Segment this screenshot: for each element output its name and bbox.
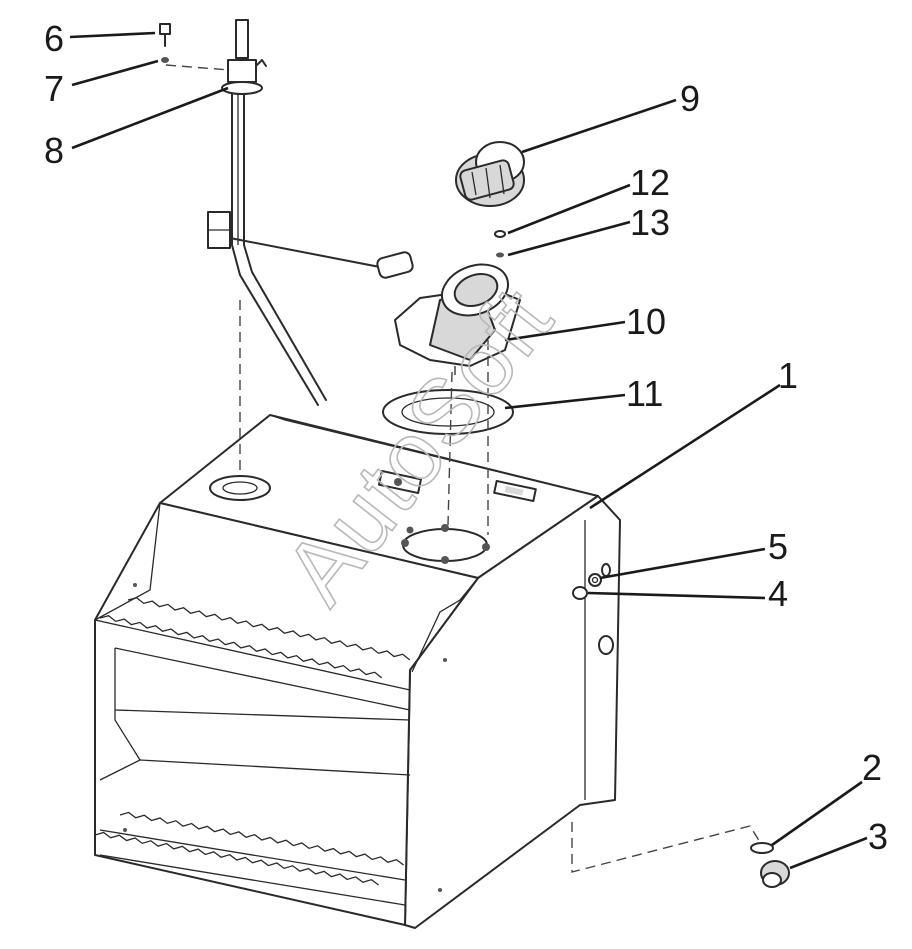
fuel-tank	[94, 414, 621, 929]
leader-line-2	[771, 780, 863, 847]
screw-part-12	[494, 230, 506, 238]
side-bolt-part-4	[572, 586, 588, 600]
filler-cap-part-9	[455, 141, 525, 207]
callout-13: 13	[630, 202, 670, 243]
leader-line-11	[504, 393, 626, 410]
callout-1: 1	[778, 355, 798, 396]
neck-guide-left	[447, 371, 453, 526]
fastener-guide-line	[165, 64, 231, 71]
washer-part-7	[161, 57, 169, 63]
callout-7: 7	[44, 68, 64, 109]
leader-line-10	[504, 320, 626, 342]
leader-line-8	[71, 86, 229, 150]
callout-12: 12	[630, 162, 670, 203]
callout-9: 9	[680, 78, 700, 119]
side-washer-part-5	[588, 563, 611, 587]
leader-line-4	[587, 591, 766, 600]
callout-4: 4	[768, 573, 788, 614]
leader-line-5	[599, 547, 766, 580]
leader-line-6	[69, 31, 156, 39]
fuel-sender-unit-part-8	[207, 19, 414, 406]
drain-guide-line	[571, 822, 761, 873]
leader-line-13	[507, 220, 631, 257]
callout-3: 3	[868, 816, 888, 857]
gasket-part-11	[382, 389, 514, 435]
leader-line-12	[507, 183, 631, 235]
callout-8: 8	[44, 130, 64, 171]
callout-10: 10	[626, 301, 666, 342]
drain-seal-part-2	[750, 842, 774, 854]
filler-neck-part-10	[394, 263, 521, 375]
screw-part-6	[159, 23, 171, 47]
callout-labels: 1 2 3 4 5 6 7 8 9 10 11 12 13	[44, 18, 888, 857]
leader-line-3	[789, 836, 868, 870]
drain-plug-part-3	[760, 860, 790, 888]
callout-11: 11	[626, 373, 663, 414]
leader-line-1	[589, 383, 781, 510]
washer-part-13	[496, 252, 504, 258]
leader-line-7	[71, 59, 159, 87]
leader-line-9	[521, 98, 677, 154]
callout-5: 5	[768, 526, 788, 567]
leader-lines	[69, 31, 868, 870]
callout-2: 2	[862, 747, 882, 788]
callout-6: 6	[44, 18, 64, 59]
